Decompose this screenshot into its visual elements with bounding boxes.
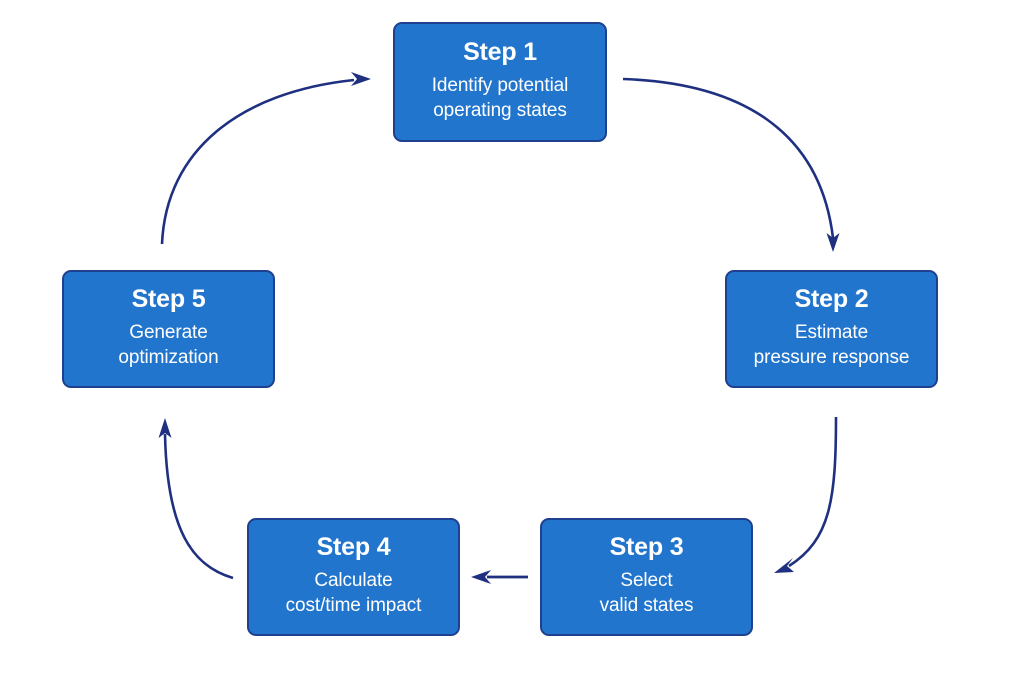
step-description-line: operating states <box>433 100 567 122</box>
step-title: Step 5 <box>131 285 206 314</box>
step-description-line: pressure response <box>753 347 910 369</box>
step-box-step-4[interactable]: Step 4 Calculate cost/time impact <box>247 518 460 636</box>
arrow-step-3-to-step-4 <box>471 570 528 584</box>
step-description: Estimate pressure response <box>754 320 910 371</box>
step-description: Select valid states <box>600 568 694 619</box>
arrow-step-2-to-step-3 <box>774 416 838 573</box>
step-title: Step 1 <box>463 38 537 67</box>
arrow-step-4-to-step-5 <box>158 418 234 580</box>
step-title: Step 2 <box>794 285 869 314</box>
arrow-step-1-to-step-2 <box>622 77 840 252</box>
step-description-line: Generate <box>129 321 208 343</box>
step-box-step-1[interactable]: Step 1 Identify potential operating stat… <box>393 22 607 142</box>
step-box-step-3[interactable]: Step 3 Select valid states <box>540 518 753 636</box>
step-title: Step 3 <box>609 533 684 562</box>
step-description-line: cost/time impact <box>285 595 422 617</box>
arrow-step-5-to-step-1 <box>160 72 371 245</box>
step-description-line: optimization <box>118 347 219 369</box>
step-description-line: Identify potential <box>431 74 569 96</box>
step-description: Identify potential operating states <box>432 73 569 124</box>
step-title: Step 4 <box>316 533 391 562</box>
step-box-step-5[interactable]: Step 5 Generate optimization <box>62 270 275 388</box>
step-description-line: Calculate <box>314 569 393 591</box>
step-description-line: valid states <box>599 595 694 617</box>
step-description-line: Estimate <box>794 321 869 343</box>
step-description-line: Select <box>620 569 673 591</box>
step-description: Calculate cost/time impact <box>286 568 422 619</box>
step-box-step-2[interactable]: Step 2 Estimate pressure response <box>725 270 938 388</box>
step-description: Generate optimization <box>118 320 218 371</box>
